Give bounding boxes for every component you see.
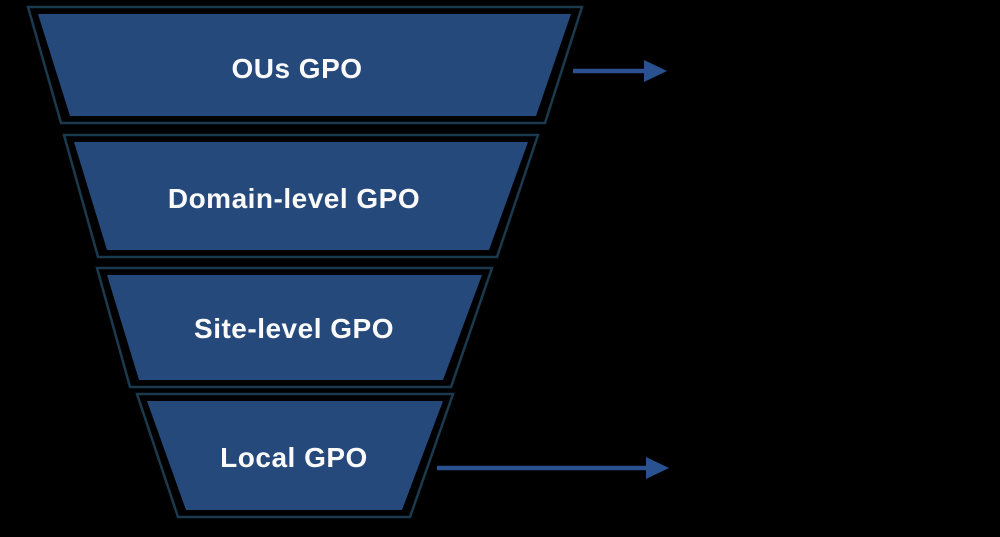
funnel-segment-label: Site-level GPO bbox=[194, 313, 394, 344]
arrow-head bbox=[644, 60, 667, 82]
funnel-segment-border bbox=[26, 5, 584, 125]
funnel-segment-border bbox=[135, 392, 455, 519]
local-gpo-right-arrow-icon bbox=[437, 457, 669, 479]
funnel-segment-ous-gpo: OUs GPO bbox=[26, 5, 584, 125]
funnel-segment-fill bbox=[38, 14, 571, 116]
funnel-segment-local-gpo: Local GPO bbox=[135, 392, 455, 519]
funnel-segment-fill bbox=[74, 142, 528, 250]
funnel-segment-border bbox=[62, 133, 540, 259]
arrow-head bbox=[646, 457, 669, 479]
funnel-segment-domain-level-gpo: Domain-level GPO bbox=[62, 133, 540, 259]
funnel-segment-fill bbox=[107, 275, 482, 380]
funnel-segment-border bbox=[95, 266, 494, 389]
funnel-segment-label: Local GPO bbox=[220, 442, 368, 473]
ous-gpo-right-arrow-icon bbox=[573, 60, 667, 82]
funnel-segment-site-level-gpo: Site-level GPO bbox=[95, 266, 494, 389]
funnel-segment-label: Domain-level GPO bbox=[168, 183, 420, 214]
funnel-segment-fill bbox=[147, 401, 443, 510]
funnel-segment-label: OUs GPO bbox=[231, 53, 362, 84]
